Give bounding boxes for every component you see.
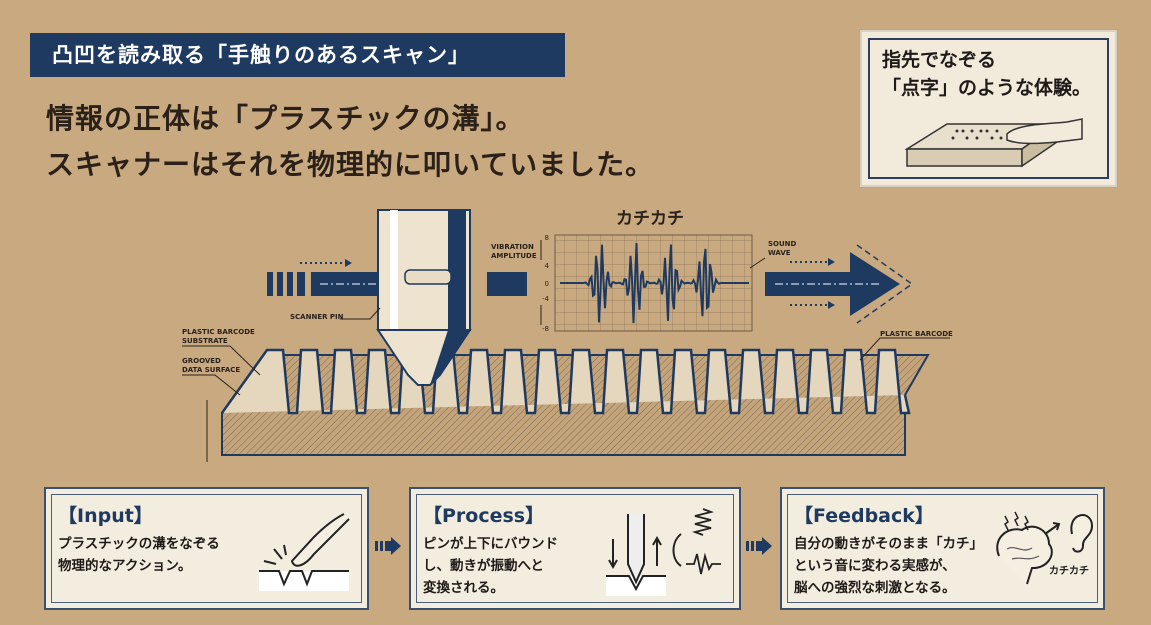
step-text: ピンが上下にバウンド [423,536,558,552]
axis-tick: 8 [545,234,549,242]
output-arrow [765,244,914,324]
substrate-label: PLASTIC BARCODE [182,328,255,336]
axis-tick: -8 [542,325,549,333]
step-title: 【Input】 [58,505,153,527]
step-card-input: 【Input】 プラスチックの溝をなぞる 物理的なアクション。 [44,487,369,610]
sound-wave-label: WAVE [768,249,791,257]
finger-touch-icon [259,513,350,591]
braille-hand-icon [904,118,1083,168]
headline-line-1: 情報の正体は「プラスチックの溝」。 [46,102,525,135]
section-title-banner: 凸凹を読み取る「手触りのあるスキャン」 [30,33,565,77]
step-text: 脳への強烈な刺激となる。 [794,580,956,596]
step-title: 【Feedback】 [794,505,934,527]
next-arrow-icon [746,537,772,555]
scanner-pin [376,209,472,386]
axis-tick: 4 [545,262,550,270]
step-title: 【Process】 [423,505,545,527]
axis-tick: 0 [545,280,549,288]
plastic-barcode-label: PLASTIC BARCODE [880,330,953,338]
headline: 情報の正体は「プラスチックの溝」。 スキャナーはそれを物理的に叩いていました。 [46,96,654,188]
brain-ear-icon: カチカチ [996,511,1094,585]
callout-line-1: 指先でなぞる [882,49,997,71]
next-arrow-icon [375,537,401,555]
step-text: という音に変わる実感が、 [794,558,956,574]
step-card-process: 【Process】 ピンが上下にバウンド し、動きが振動へと 変換される。 [409,487,741,610]
scanner-pin-label: SCANNER PIN [290,313,344,321]
scanner-diagram: 8 4 0 -4 -8 カチカチ VIBRATION AMPLITUDE SOU… [182,209,953,462]
vibration-label: AMPLITUDE [491,252,537,260]
headline-line-2: スキャナーはそれを物理的に叩いていました。 [46,148,655,181]
sound-wave-label: SOUND [768,240,797,248]
step-text: し、動きが振動へと [423,558,544,574]
substrate-label: SUBSTRATE [182,337,228,345]
icon-sound-label: カチカチ [1049,565,1089,577]
step-text: 変換される。 [423,580,504,596]
axis-tick: -4 [542,295,550,303]
pin-bounce-icon [606,508,721,596]
callout-line-2: 「点字」のような体験。 [882,77,1092,99]
step-text: 物理的なアクション。 [58,558,192,574]
step-card-feedback: 【Feedback】 自分の動きがそのまま「カチ」 という音に変わる実感が、 脳… [780,487,1105,610]
grooved-plastic-barcode [206,348,930,462]
step-text: プラスチックの溝をなぞる [58,536,220,552]
input-scan-beam [267,259,381,296]
step-text: 自分の動きがそのまま「カチ」 [794,536,983,552]
vibration-label: VIBRATION [491,243,534,251]
grooved-surface-label: GROOVED [182,357,221,365]
click-sound-label: カチカチ [616,209,684,229]
braille-callout-card: 指先でなぞる 「点字」のような体験。 [860,30,1117,187]
vibration-waveform-chart: 8 4 0 -4 -8 [540,234,753,333]
grooved-surface-label: DATA SURFACE [182,366,240,374]
